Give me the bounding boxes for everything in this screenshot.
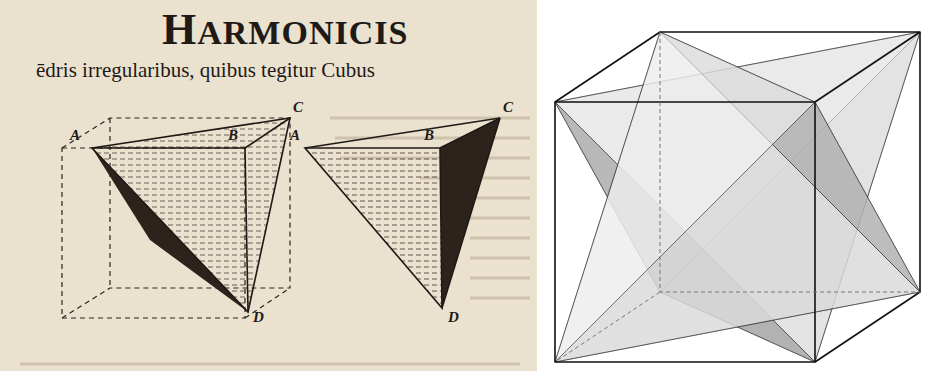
- point-label: B: [228, 128, 238, 143]
- point-label: A: [290, 128, 300, 143]
- page-heading: HARMONICIS: [162, 8, 408, 52]
- point-label: C: [293, 100, 303, 115]
- point-label: B: [424, 128, 434, 143]
- cube-figure: [62, 118, 290, 318]
- faint-text: [20, 118, 530, 364]
- point-label: A: [70, 128, 80, 143]
- point-label: D: [253, 310, 264, 325]
- tetrahedron-figure: [305, 118, 500, 308]
- text-line: ēdris irregularibus, quibus tegitur Cubu…: [36, 60, 375, 81]
- point-label: D: [448, 310, 459, 325]
- point-label: C: [503, 100, 513, 115]
- stellated-cube-render: [555, 32, 920, 362]
